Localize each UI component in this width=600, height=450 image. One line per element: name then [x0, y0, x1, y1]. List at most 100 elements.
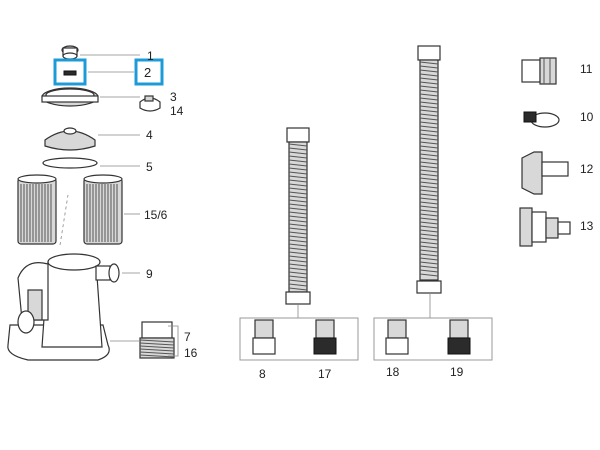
hose-coil-ridge: [419, 161, 439, 165]
hose-coil-ridge: [419, 133, 439, 137]
hose-coil-ridge: [288, 147, 308, 151]
hose-coil-ridge: [419, 109, 439, 113]
hose-coil-ridge: [288, 171, 308, 175]
hose-coil-ridge: [419, 173, 439, 177]
hose-coil-ridge: [288, 163, 308, 167]
connector-12-icon[interactable]: [521, 151, 569, 195]
leader-15-6-dash: [59, 194, 69, 246]
hose-coil-ridge: [419, 213, 439, 217]
hose-coil-ridge: [288, 279, 308, 283]
label-12: 12: [580, 162, 594, 176]
label-8: 8: [259, 367, 266, 381]
hose-coil-ridge: [419, 93, 439, 97]
hose-coil-ridge: [419, 141, 439, 145]
hose-coil-ridge: [288, 251, 308, 255]
hose-coil-ridge: [288, 247, 308, 251]
filter-cartridge-left-icon[interactable]: [17, 174, 57, 245]
air-release-valve-icon[interactable]: [61, 45, 79, 60]
hose-end-8-icon[interactable]: [252, 319, 276, 355]
hose-coil-ridge: [288, 195, 308, 199]
hose-coil-ridge: [288, 151, 308, 155]
connector-11-icon[interactable]: [521, 57, 557, 85]
hose-coil-ridge: [419, 149, 439, 153]
hose-coil-ridge: [419, 105, 439, 109]
hose-coil-ridge: [419, 197, 439, 201]
hose-coil-ridge: [419, 201, 439, 205]
hose-coil-ridge: [419, 77, 439, 81]
hose-coil-ridge: [288, 167, 308, 171]
hose-coil-ridge: [419, 193, 439, 197]
hose-coil-ridge: [419, 257, 439, 261]
hose-coil-ridge: [139, 345, 175, 349]
hose-coil-ridge: [288, 183, 308, 187]
hose-coil-ridge: [419, 97, 439, 101]
label-7: 7: [184, 330, 191, 344]
hose-coil-ridge: [419, 225, 439, 229]
hose-coil-ridge: [419, 273, 439, 277]
hose-coil-ridge: [419, 241, 439, 245]
hose-coil-ridge: [288, 271, 308, 275]
hose-coil-ridge: [419, 81, 439, 85]
hose-coil-ridge: [419, 237, 439, 241]
hose-end-19-icon[interactable]: [447, 319, 471, 355]
hose-coil-ridge: [419, 245, 439, 249]
label-14: 14: [170, 104, 184, 118]
filter-cartridge-right-icon[interactable]: [83, 174, 123, 245]
hose-coil-ridge: [419, 157, 439, 161]
pump-assembly: [7, 45, 179, 361]
pump-housing-icon[interactable]: [7, 253, 120, 361]
hose-coil-ridge: [419, 229, 439, 233]
hose-long-icon[interactable]: [416, 45, 442, 294]
hose-coil-ridge: [288, 243, 308, 247]
hose-coil-ridge: [419, 85, 439, 89]
connector-13-icon[interactable]: [519, 207, 571, 247]
hose-coil-ridge: [288, 207, 308, 211]
hose-connector-icon[interactable]: [139, 321, 175, 359]
bracket-7-16: [168, 325, 179, 357]
valve-cap-icon[interactable]: [53, 58, 87, 86]
hose-coil-ridge: [288, 159, 308, 163]
label-10: 10: [580, 110, 594, 124]
hose-coil-ridge: [419, 125, 439, 129]
hose-coil-ridge: [288, 175, 308, 179]
hose-coil-ridge: [288, 219, 308, 223]
hose-coil-ridge: [419, 249, 439, 253]
hose-coil-ridge: [419, 209, 439, 213]
hose-coil-ridge: [288, 199, 308, 203]
hose-coil-ridge: [288, 215, 308, 219]
label-2: 2: [144, 65, 151, 80]
hose-short-icon[interactable]: [285, 127, 311, 305]
cover-ring-icon[interactable]: [41, 87, 99, 107]
hose-coil-ridge: [419, 261, 439, 265]
hose-coil-ridge: [419, 145, 439, 149]
hose-coil-ridge: [419, 129, 439, 133]
hose-end-box-left: [239, 317, 359, 361]
hose-coil-ridge: [288, 263, 308, 267]
hose-coil-ridge: [288, 191, 308, 195]
label-5: 5: [146, 160, 153, 174]
hose-coil-ridge: [419, 253, 439, 257]
hose-end-17-icon[interactable]: [313, 319, 337, 355]
hose-coil-ridge: [419, 169, 439, 173]
hose-coil-ridge: [419, 165, 439, 169]
hose-coil-ridge: [288, 223, 308, 227]
hose-coil-ridge: [288, 179, 308, 183]
clip-icon[interactable]: [139, 95, 161, 112]
hose-coil-ridge: [419, 181, 439, 185]
hose-coil-ridge: [288, 267, 308, 271]
hose-coil-ridge: [288, 155, 308, 159]
hose-coil-ridge: [139, 339, 175, 343]
hose-clamp-10-icon[interactable]: [523, 111, 560, 128]
highlight-box-label-2: [134, 58, 164, 86]
pump-cover-icon[interactable]: [44, 127, 96, 151]
label-16: 16: [184, 346, 198, 360]
hose-end-18-icon[interactable]: [385, 319, 409, 355]
o-ring-icon[interactable]: [42, 157, 98, 169]
hose-coil-ridge: [419, 113, 439, 117]
hose-coil-ridge: [288, 211, 308, 215]
hose-coil-ridge: [419, 121, 439, 125]
label-1: 1: [147, 49, 154, 63]
hose-coil-ridge: [419, 217, 439, 221]
hose-coil-ridge: [288, 231, 308, 235]
hose-coil-ridge: [288, 187, 308, 191]
